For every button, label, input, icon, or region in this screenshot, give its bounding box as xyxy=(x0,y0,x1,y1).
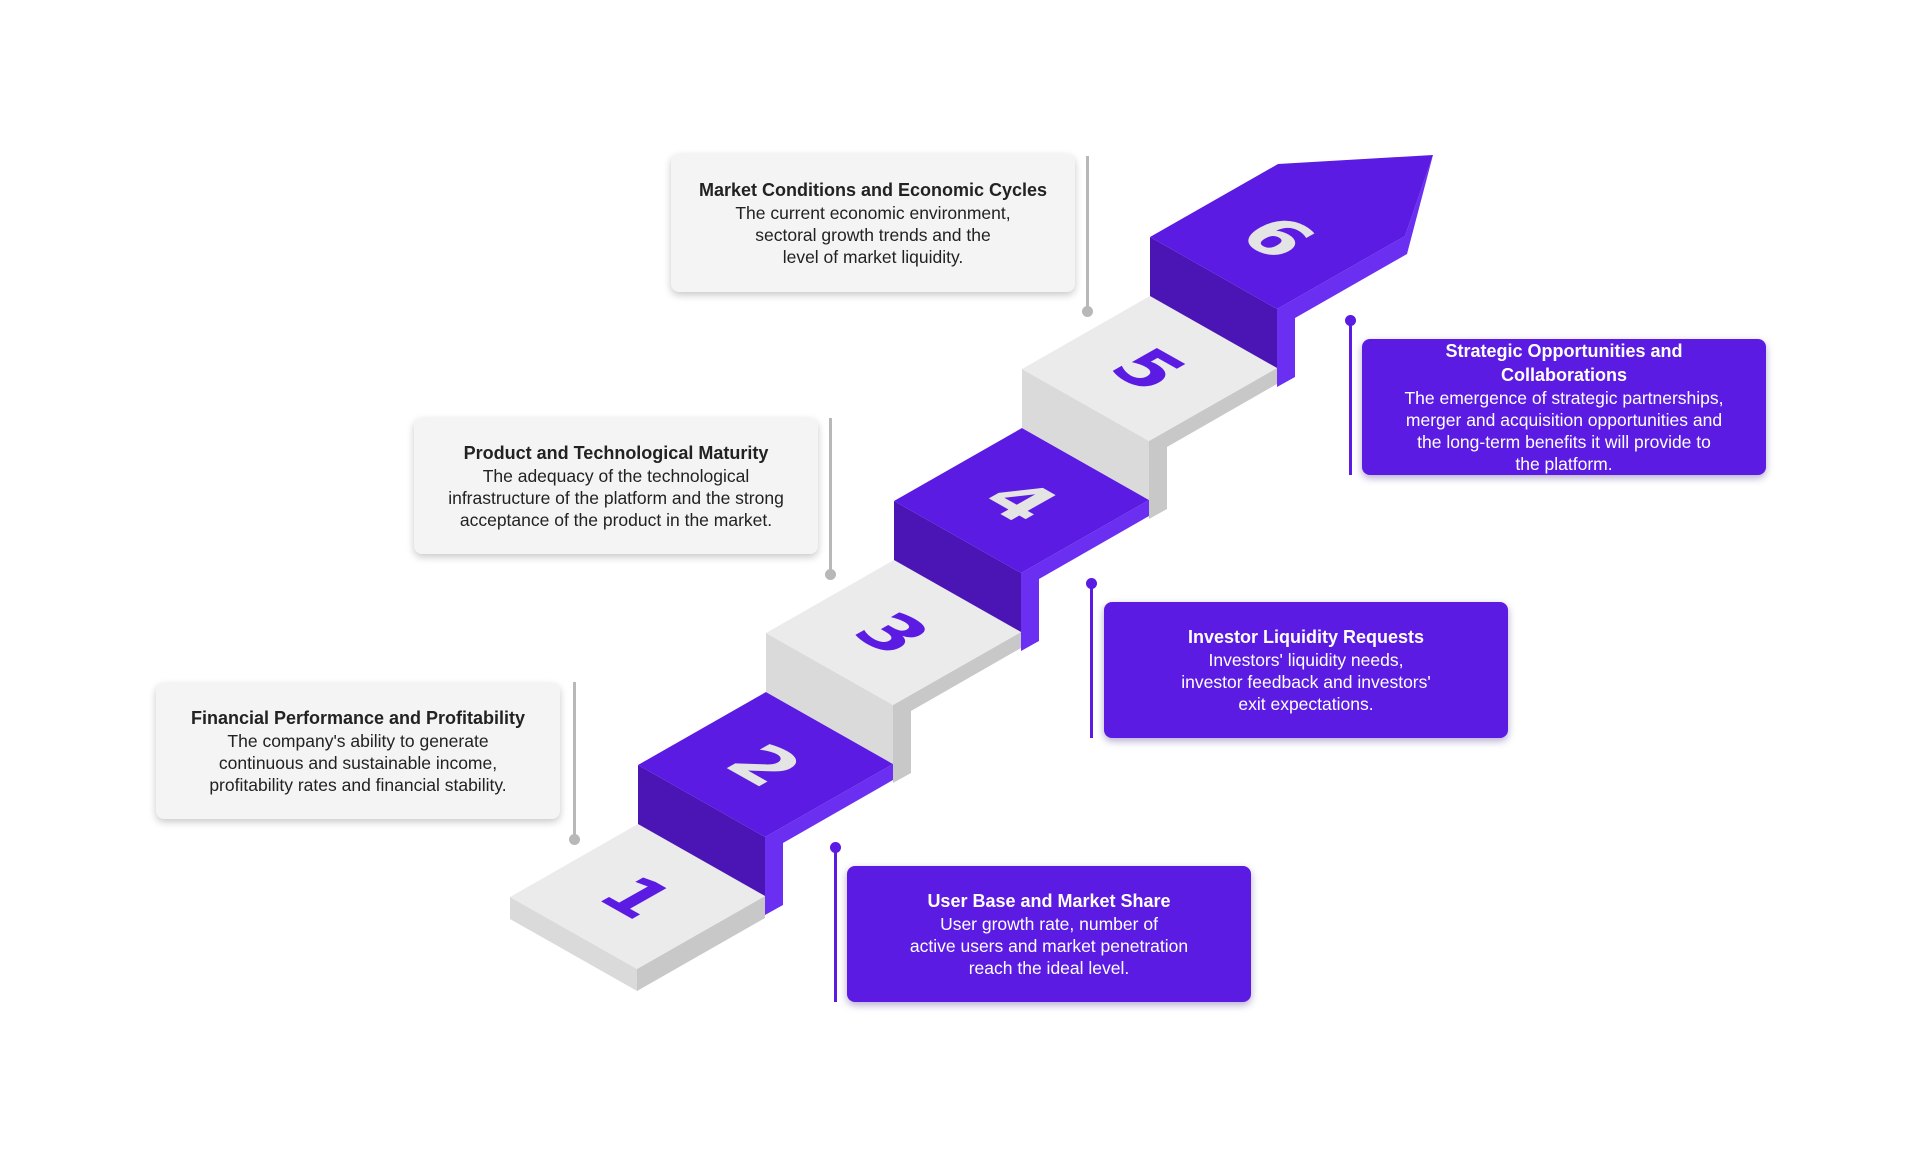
connector-dot-step-3 xyxy=(1086,578,1097,589)
step-5-top xyxy=(1022,296,1277,441)
connector-step-3 xyxy=(1090,582,1093,738)
connector-dot-step-6 xyxy=(1082,306,1093,317)
card-step-6-text: The current economic environment, sector… xyxy=(735,203,1011,267)
card-step-5-text: The emergence of strategic partnerships,… xyxy=(1404,388,1724,474)
card-step-3-text: Investors' liquidity needs, investor fee… xyxy=(1181,650,1431,714)
connector-step-6 xyxy=(1086,156,1089,312)
card-step-3: Investor Liquidity Requests Investors' l… xyxy=(1104,602,1508,738)
connector-dot-step-2 xyxy=(569,834,580,845)
step-1-front xyxy=(510,897,637,991)
card-step-1-title: User Base and Market Share xyxy=(927,891,1171,911)
card-step-1: User Base and Market Share User growth r… xyxy=(847,866,1251,1002)
card-step-3-title: Investor Liquidity Requests xyxy=(1187,627,1425,647)
step-5-front xyxy=(1022,369,1149,500)
step-2-block xyxy=(638,692,893,915)
card-step-6-title: Market Conditions and Economic Cycles xyxy=(698,180,1048,200)
connector-dot-step-1 xyxy=(830,842,841,853)
card-step-5: Strategic Opportunities and Collaboratio… xyxy=(1362,339,1766,475)
step-3-top xyxy=(766,560,1021,705)
step-5-block xyxy=(1022,296,1277,519)
step-2-front xyxy=(638,765,765,896)
connector-step-2 xyxy=(573,682,576,838)
step-2-side xyxy=(765,764,893,915)
card-step-4: Product and Technological Maturity The a… xyxy=(414,418,818,554)
card-step-5-title: Strategic Opportunities and Collaboratio… xyxy=(1445,341,1683,385)
connector-step-1 xyxy=(834,846,837,1002)
step-2-top xyxy=(638,692,893,837)
step-6-top xyxy=(1150,155,1433,309)
step-4-side xyxy=(1021,500,1149,651)
step-4-top xyxy=(894,428,1149,573)
connector-step-5 xyxy=(1349,319,1352,475)
connector-dot-step-4 xyxy=(825,569,836,580)
step-3-front xyxy=(766,633,893,764)
step-6-front xyxy=(1150,237,1277,368)
step-1-block xyxy=(510,824,765,991)
card-step-6: Market Conditions and Economic Cycles Th… xyxy=(671,154,1075,292)
card-step-1-text: User growth rate, number of active users… xyxy=(909,914,1189,978)
card-step-2: Financial Performance and Profitability … xyxy=(156,683,560,819)
step-3-block xyxy=(766,560,1021,783)
card-step-2-title: Financial Performance and Profitability xyxy=(190,708,526,728)
step-4-block xyxy=(894,428,1149,651)
step-1-top xyxy=(510,824,765,969)
step-3-side xyxy=(893,632,1021,783)
card-step-4-title: Product and Technological Maturity xyxy=(463,443,769,463)
step-4-front xyxy=(894,501,1021,632)
card-step-4-text: The adequacy of the technological infras… xyxy=(448,466,784,530)
step-6-arrow xyxy=(1150,155,1433,387)
connector-step-4 xyxy=(829,418,832,574)
connector-dot-step-5 xyxy=(1345,315,1356,326)
card-step-2-text: The company's ability to generate contin… xyxy=(209,731,507,795)
step-6-side xyxy=(1277,155,1433,387)
step-1-side xyxy=(637,896,765,991)
step-5-side xyxy=(1149,368,1277,519)
